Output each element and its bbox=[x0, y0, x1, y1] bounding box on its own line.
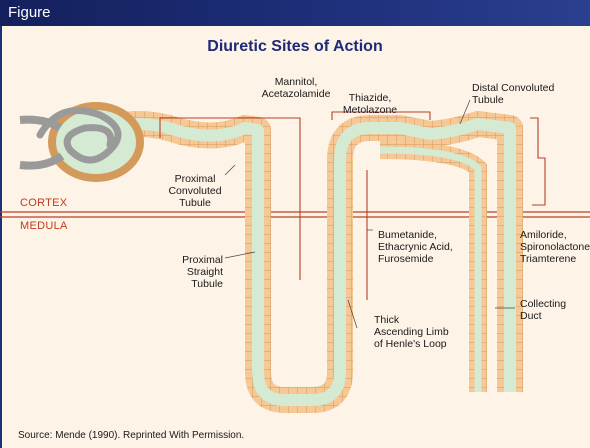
zone-label-medula: MEDULA bbox=[20, 220, 68, 232]
afferent-arteriole bbox=[20, 120, 60, 128]
label-potassium-sparing: Amiloride, Spironolactone, Triamterene bbox=[520, 229, 590, 265]
label-thick-ascending: Thick Ascending Limb of Henle's Loop bbox=[374, 314, 484, 350]
amiloride-bracket bbox=[530, 118, 545, 205]
label-collecting-duct: Collecting Duct bbox=[520, 298, 590, 322]
label-distal-convoluted: Distal Convoluted Tubule bbox=[472, 82, 582, 106]
zone-label-cortex: CORTEX bbox=[20, 197, 67, 209]
distal-descending-lumen bbox=[380, 150, 478, 392]
glomerulus bbox=[20, 106, 140, 178]
distal-descending-wall bbox=[380, 150, 478, 392]
label-proximal-convoluted: Proximal Convoluted Tubule bbox=[150, 173, 240, 209]
label-proximal-straight: Proximal Straight Tubule bbox=[148, 254, 223, 290]
label-thiazide: Thiazide, Metolazone bbox=[330, 92, 410, 116]
source-citation: Source: Mende (1990). Reprinted With Per… bbox=[18, 430, 244, 441]
label-loop-drugs: Bumetanide, Ethacrynic Acid, Furosemide bbox=[378, 229, 478, 265]
efferent-arteriole bbox=[20, 156, 62, 166]
